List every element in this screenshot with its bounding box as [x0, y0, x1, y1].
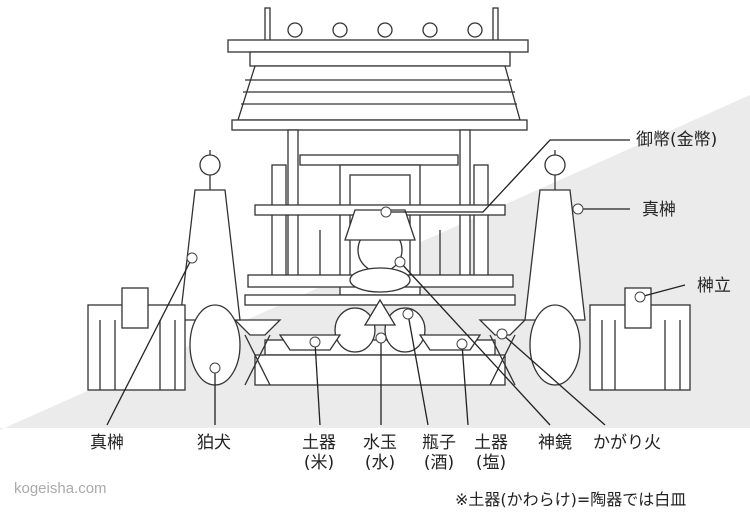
leader-lines — [106, 139, 686, 426]
label-line: 瓶子 — [422, 433, 456, 453]
label-kagaribi: かがり火 — [593, 433, 661, 453]
label-kawarake-salt: 土器(塩) — [474, 433, 508, 473]
label-heishi: 瓶子(酒) — [422, 433, 456, 473]
label-kawarake-rice: 土器(米) — [302, 433, 336, 473]
mizutama — [363, 298, 397, 326]
label-line: 土器 — [474, 433, 508, 453]
kagaribi-right — [478, 319, 527, 386]
label-komainu: 狛犬 — [197, 433, 231, 453]
label-line: (酒) — [423, 453, 455, 473]
kawarake-salt — [418, 334, 482, 351]
label-gohei: 御幣(金幣) — [636, 130, 718, 150]
kagaribi-left — [233, 319, 282, 386]
label-dots — [186, 203, 646, 374]
label-line: 土器 — [302, 433, 336, 453]
fence-right — [589, 287, 691, 391]
label-mizutama: 水玉(水) — [363, 433, 397, 473]
masakaki-left — [179, 150, 241, 321]
gohei — [344, 209, 416, 241]
mirror-stand — [349, 267, 411, 293]
fence-left — [87, 287, 186, 391]
label-line: (水) — [364, 453, 396, 473]
label-line: 水玉 — [363, 433, 397, 453]
label-masakaki-left: 真榊 — [90, 433, 124, 453]
heishi-left — [334, 307, 376, 353]
label-shinkyo: 神鏡 — [538, 433, 572, 453]
footnote: ※土器(かわらけ)=陶器では白皿 — [455, 490, 687, 509]
shrine-roof — [227, 7, 529, 131]
label-sakakitate: 榊立 — [697, 276, 731, 296]
masakaki-right — [524, 150, 586, 321]
label-masakaki-right: 真榊 — [642, 200, 676, 220]
heishi-right — [384, 307, 426, 353]
watermark: kogeisha.com — [14, 480, 107, 497]
label-line: (米) — [303, 453, 335, 473]
label-line: (塩) — [475, 453, 507, 473]
komainu-right — [529, 304, 581, 386]
